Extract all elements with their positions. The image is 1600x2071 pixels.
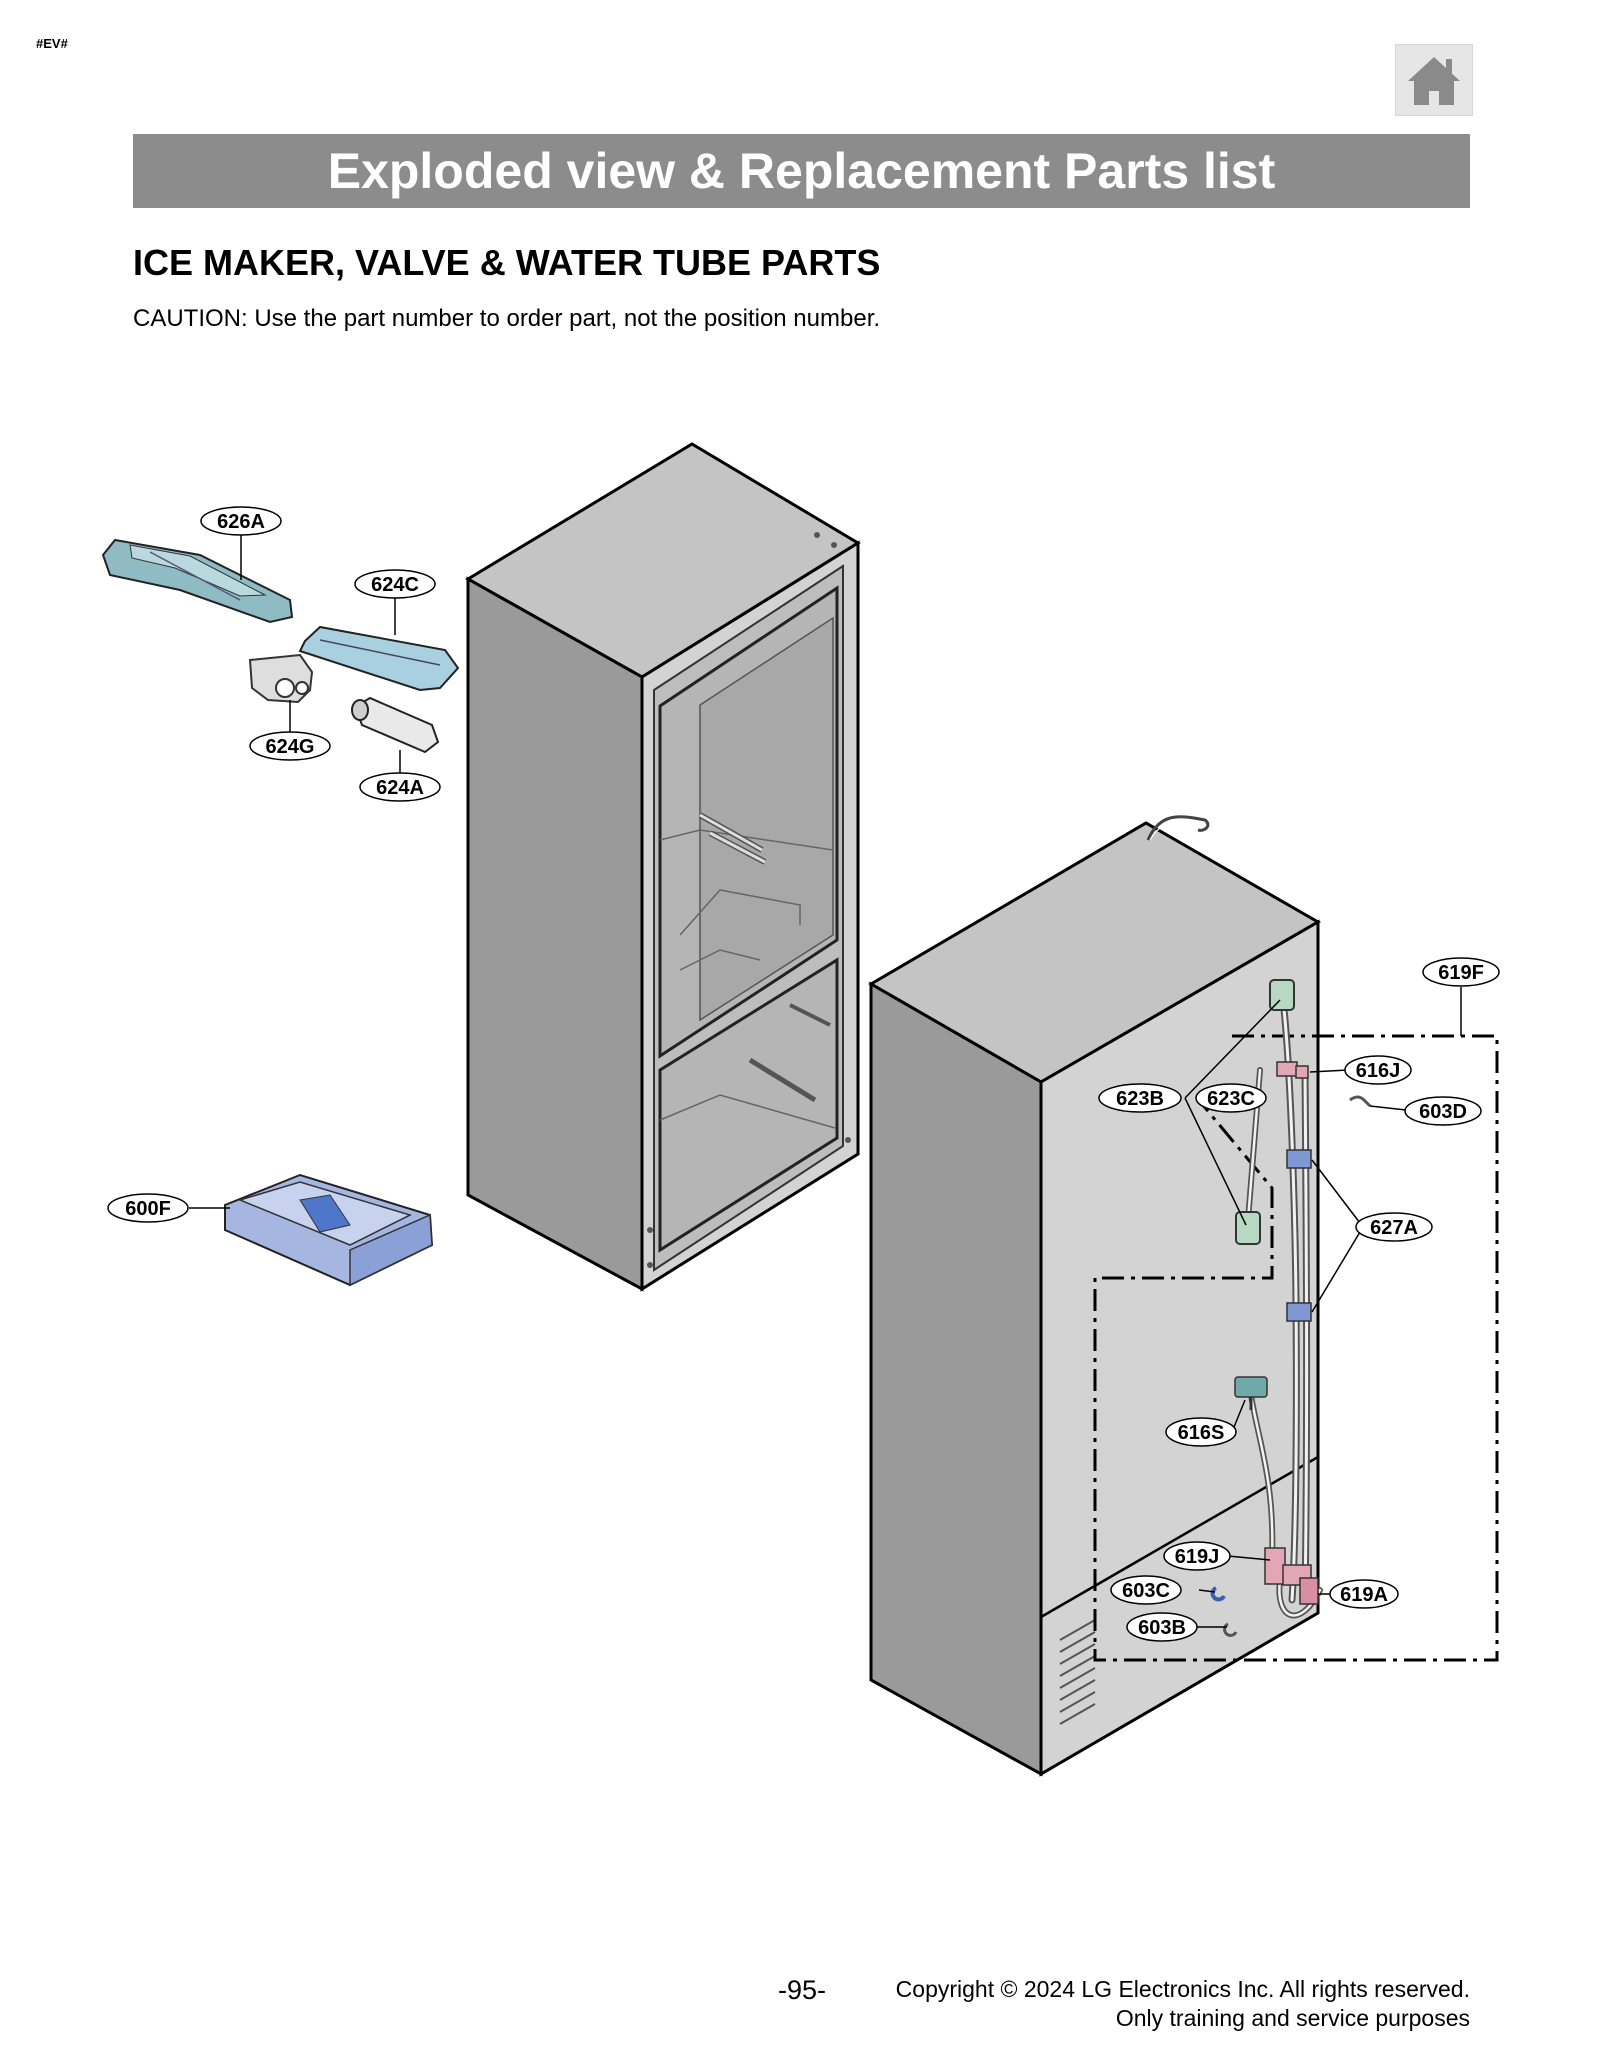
svg-text:600F: 600F <box>125 1198 171 1220</box>
page-banner: Exploded view & Replacement Parts list <box>133 134 1470 208</box>
fitting-603C <box>1210 1586 1226 1602</box>
home-icon <box>1408 57 1460 105</box>
svg-text:624C: 624C <box>371 574 419 596</box>
sensor-upper <box>1269 979 1295 1011</box>
tube-connector-upper <box>1276 1061 1309 1079</box>
callout-616J: 616J <box>1344 1055 1412 1085</box>
svg-text:616S: 616S <box>1178 1422 1225 1444</box>
ice-maker-motor-624A <box>351 696 440 754</box>
tube-clamp-upper <box>1286 1149 1312 1169</box>
callout-624C: 624C <box>354 569 436 599</box>
svg-text:616J: 616J <box>1356 1060 1401 1082</box>
tube-guide <box>1234 1376 1268 1410</box>
copyright-line-1: Copyright © 2024 LG Electronics Inc. All… <box>895 1976 1470 2002</box>
svg-text:603D: 603D <box>1419 1101 1467 1123</box>
section-title: ICE MAKER, VALVE & WATER TUBE PARTS <box>133 242 881 283</box>
home-button[interactable] <box>1395 44 1473 116</box>
sensor-lower <box>1235 1211 1261 1245</box>
callout-619J: 619J <box>1163 1541 1231 1571</box>
callout-627A: 627A <box>1355 1212 1433 1242</box>
ice-maker-bracket-624G <box>248 653 314 704</box>
leader-lines <box>189 534 1462 1628</box>
copyright-line-2: Only training and service purposes <box>1115 2005 1470 2031</box>
svg-text:603B: 603B <box>1138 1617 1186 1639</box>
callout-616S: 616S <box>1165 1417 1237 1447</box>
svg-text:619J: 619J <box>1175 1546 1220 1568</box>
tube-assembly-outline <box>1093 1034 1499 1662</box>
svg-text:623C: 623C <box>1207 1088 1255 1110</box>
ice-bucket-600F <box>224 1173 434 1287</box>
copyright-notice: Copyright © 2024 LG Electronics Inc. All… <box>896 1975 1470 2033</box>
callout-603B: 603B <box>1126 1612 1198 1642</box>
ice-tray-626A <box>101 538 294 624</box>
fitting-603B <box>1223 1622 1238 1637</box>
svg-text:619F: 619F <box>1438 962 1484 984</box>
fitting-603D <box>1349 1095 1372 1108</box>
callout-626A: 626A <box>200 506 282 536</box>
callout-623C: 623C <box>1195 1083 1267 1113</box>
document-tag: #EV# <box>36 36 68 51</box>
callout-603D: 603D <box>1404 1096 1482 1126</box>
ice-maker-cover-624C <box>298 625 460 692</box>
front-cabinet <box>465 442 861 1292</box>
svg-text:603C: 603C <box>1122 1580 1170 1602</box>
callout-624G: 624G <box>249 731 331 761</box>
page-number: -95- <box>778 1975 827 2005</box>
callout-619F: 619F <box>1422 957 1500 987</box>
svg-text:626A: 626A <box>217 511 265 533</box>
rear-cabinet <box>868 815 1322 1777</box>
svg-text:627A: 627A <box>1370 1217 1418 1239</box>
callout-600F: 600F <box>107 1193 189 1223</box>
callout-624A: 624A <box>359 772 441 802</box>
callout-619A: 619A <box>1329 1579 1399 1609</box>
tube-clamp-lower <box>1286 1302 1312 1322</box>
svg-text:619A: 619A <box>1340 1584 1388 1606</box>
caution-note: CAUTION: Use the part number to order pa… <box>133 305 881 332</box>
callout-623B: 623B <box>1098 1083 1182 1113</box>
water-valve <box>1264 1547 1319 1605</box>
callout-603C: 603C <box>1110 1575 1182 1605</box>
svg-text:623B: 623B <box>1116 1088 1164 1110</box>
svg-text:624A: 624A <box>376 777 424 799</box>
svg-text:624G: 624G <box>266 736 315 758</box>
